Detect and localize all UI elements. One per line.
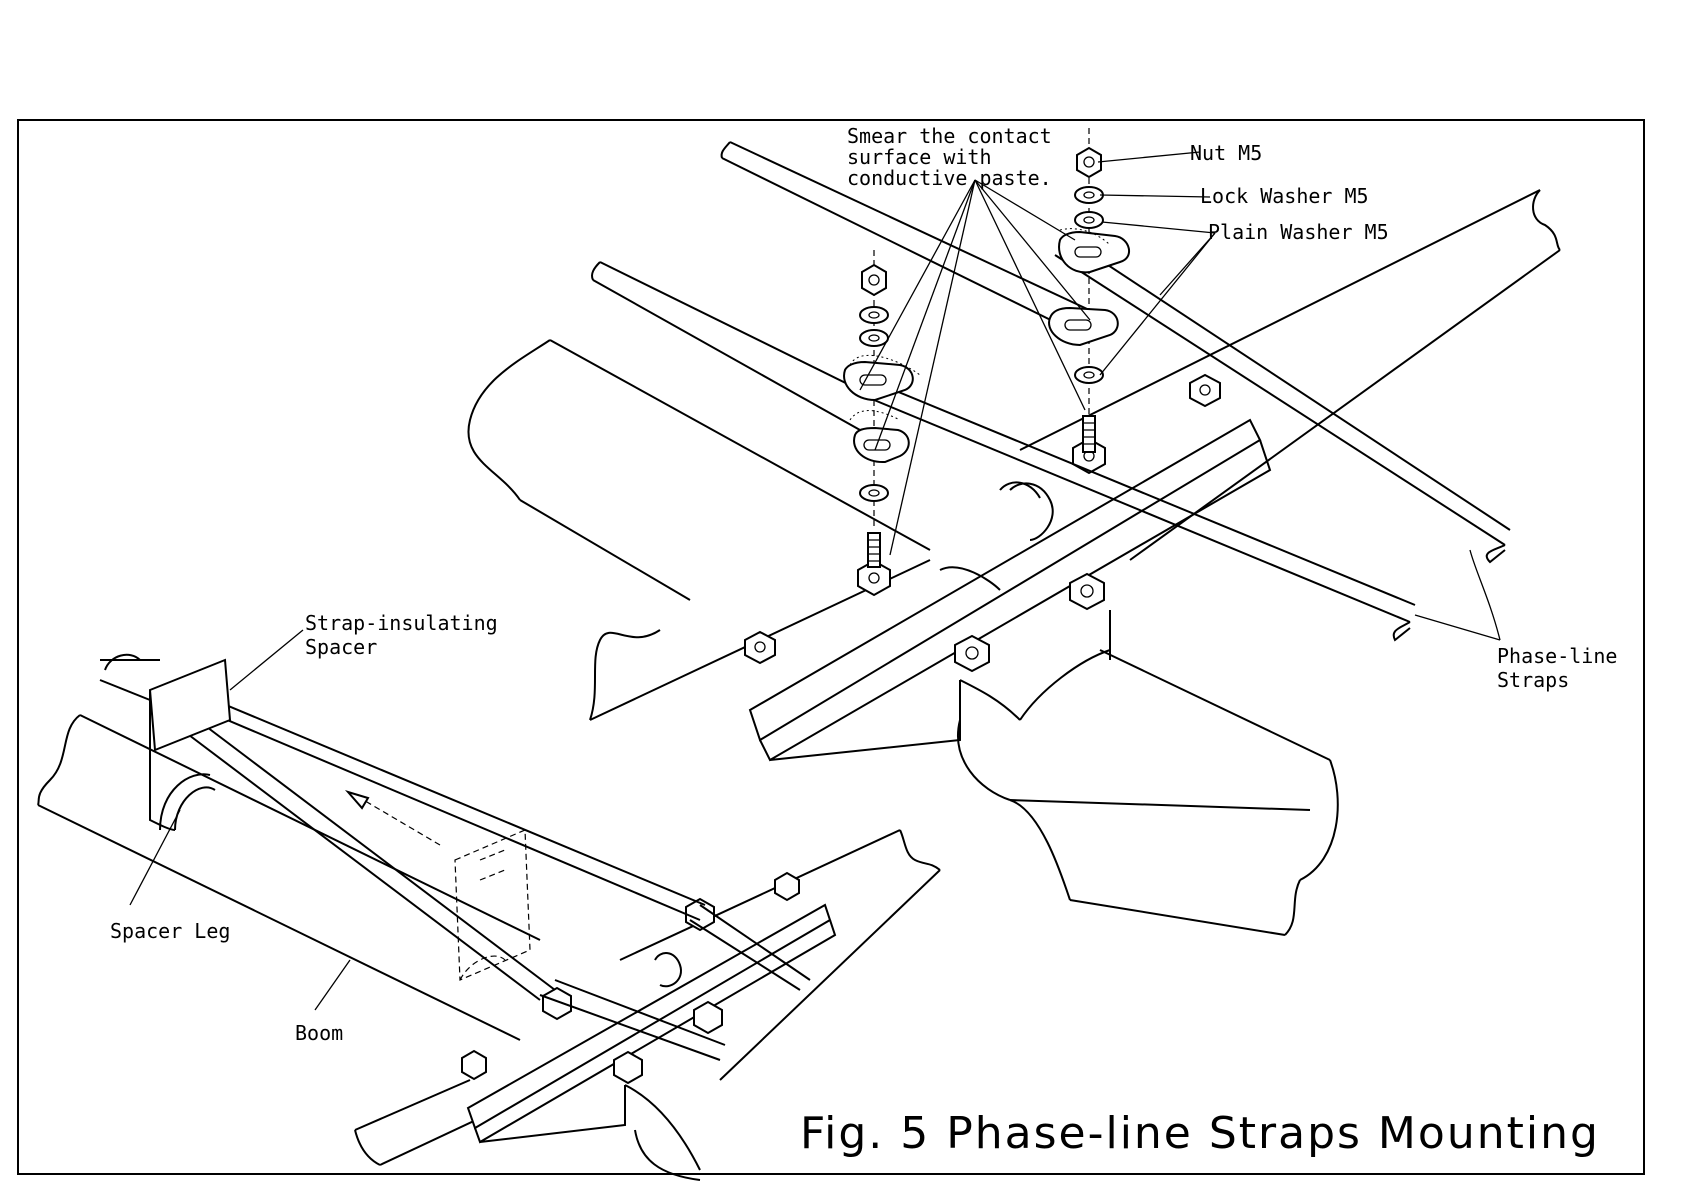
hex-nut-icon [862,265,886,295]
hex-nut-icon [955,636,989,671]
phase-line-label-1: Phase-line [1497,644,1617,668]
hex-nut-icon [1077,148,1101,177]
upper-clamp-channel [750,420,1270,760]
arrow-icon [348,792,368,808]
plain-washer-icon [860,485,888,501]
hex-nut-icon [1070,574,1104,609]
strap-spacer-label-1: Strap-insulating [305,611,498,635]
hex-nut-icon [775,873,799,900]
upper-clamp-bolts [745,375,1220,671]
lock-washer-icon [860,307,888,323]
strap-end-slot [1059,232,1129,272]
hex-nut-icon [614,1052,642,1083]
hex-nut-icon [745,632,775,663]
figure-title: Fig. 5 Phase-line Straps Mounting [800,1108,1600,1159]
phase-line-label-2: Straps [1497,668,1569,692]
drawing-border [18,120,1644,1174]
spacer-leg-label: Spacer Leg [110,919,230,943]
hex-nut-icon [543,988,571,1019]
hex-nut-icon [694,1002,722,1033]
upper-assembly [468,128,1560,935]
nut-label: Nut M5 [1190,141,1262,165]
plain-washer-icon [860,330,888,346]
strap-spacer-label-2: Spacer [305,635,377,659]
plain-washer-label: Plain Washer M5 [1208,220,1389,244]
boom-label: Boom [295,1021,343,1045]
hex-nut-icon [462,1051,486,1079]
plain-washer-icon [1075,212,1103,228]
lock-washer-label: Lock Washer M5 [1200,184,1369,208]
strap-end-slot [1049,308,1118,345]
smear-label-line3: conductive paste. [847,166,1052,190]
strap-insulating-spacer [100,655,230,830]
plain-washer-icon [1075,367,1103,383]
lock-washer-icon [1075,187,1103,203]
hex-nut-icon [1190,375,1220,406]
upper-mast-tube [958,650,1338,935]
